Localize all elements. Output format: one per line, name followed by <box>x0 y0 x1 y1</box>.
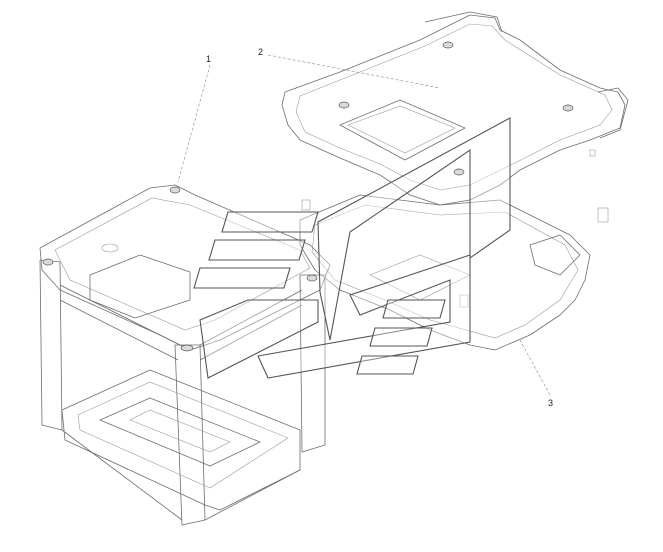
leader-line-2 <box>267 54 441 89</box>
bolt-icon <box>180 344 194 352</box>
part-3-floor-plate <box>299 149 609 351</box>
bolt-icon <box>442 41 454 49</box>
watermark-logo <box>193 117 511 379</box>
callout-2: 2 <box>258 47 263 57</box>
bolt-icon <box>42 258 54 266</box>
bolt-icon <box>306 274 318 282</box>
bolt-icon <box>562 104 574 112</box>
bolt-icon <box>338 101 350 109</box>
bolt-icon <box>169 186 181 194</box>
part-1-frame <box>39 184 469 526</box>
leader-line-3 <box>519 339 551 396</box>
callout-1: 1 <box>206 54 211 64</box>
leader-line-1 <box>177 64 211 183</box>
callout-3: 3 <box>548 398 553 408</box>
part-2-top-cover <box>281 11 629 206</box>
bolt-icon <box>453 168 465 176</box>
